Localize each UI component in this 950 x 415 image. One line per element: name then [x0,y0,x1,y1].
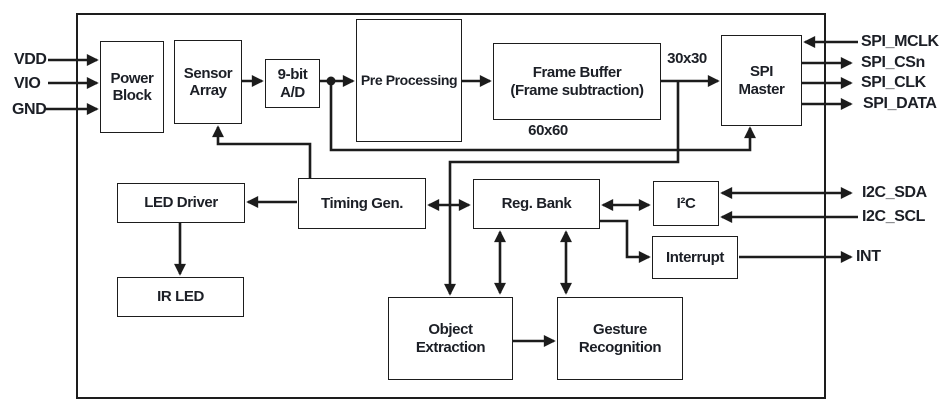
signal-label-i2c-sda: I2C_SDA [862,184,927,201]
block-spi-master-label-2: Master [738,80,785,98]
block-interrupt: Interrupt [652,236,738,279]
block-object-extraction-label-1: Object [428,321,473,339]
block-object-extraction-label-2: Extraction [415,338,486,356]
signal-label-spi-clk: SPI_CLK [861,74,926,91]
block-frame-buffer-label-1: Frame Buffer [532,64,622,82]
block-timing-gen: Timing Gen. [298,178,426,229]
signal-label-gnd: GND [12,101,47,118]
block-power-label-2: Block [112,87,152,104]
block-spi-master: SPI Master [721,35,802,126]
block-reg-bank-label: Reg. Bank [501,195,572,213]
block-ir-led-label: IR LED [157,288,204,306]
block-spi-master-label-1: SPI [750,63,773,81]
block-adc-label-1: 9-bit [277,66,308,84]
block-frame-buffer-label-2: (Frame subtraction) [510,81,644,99]
conn-30x30-objext-branch [444,81,680,296]
block-adc: 9-bit A/D [265,59,320,108]
signal-label-spi-mclk: SPI_MCLK [861,33,939,50]
block-reg-bank: Reg. Bank [473,179,600,229]
block-power: Power Block [100,41,164,133]
conn-timing-sensor [212,125,312,178]
block-object-extraction: Object Extraction [388,297,513,380]
block-gesture-recognition-label-1: Gesture [593,321,647,339]
signal-label-vdd: VDD [14,51,47,68]
signal-label-spi-data: SPI_DATA [863,95,937,112]
junction-dot [326,76,336,86]
block-interrupt-label: Interrupt [665,248,725,266]
block-sensor-array-label-1: Sensor [183,64,233,82]
block-ir-led: IR LED [117,277,244,317]
block-power-label-1: Power [110,69,154,87]
bus-label-60x60: 60x60 [528,122,568,139]
signal-label-i2c-scl: I2C_SCL [862,208,925,225]
block-led-driver: LED Driver [117,183,245,223]
block-pre-processing: Pre Processing [356,19,462,142]
chip-boundary [76,13,826,399]
signal-label-spi-csn: SPI_CSn [861,54,925,71]
block-timing-gen-label: Timing Gen. [321,194,403,212]
block-sensor-array: Sensor Array [174,40,242,124]
block-adc-label-2: A/D [280,83,305,101]
signal-label-vio: VIO [14,75,41,92]
block-i2c-label: I²C [676,194,696,212]
block-pre-processing-label: Pre Processing [360,72,458,89]
block-sensor-array-label-2: Array [189,82,227,99]
block-i2c: I²C [653,181,719,226]
conn-60x60-bus [329,81,756,152]
block-led-driver-label: LED Driver [144,194,218,212]
bus-label-30x30: 30x30 [667,50,707,67]
signal-label-int: INT [856,248,881,265]
block-frame-buffer: Frame Buffer (Frame subtraction) [493,43,661,120]
block-gesture-recognition: Gesture Recognition [557,297,683,380]
conn-regbank-interrupt [599,219,651,263]
block-gesture-recognition-label-2: Recognition [578,338,662,356]
